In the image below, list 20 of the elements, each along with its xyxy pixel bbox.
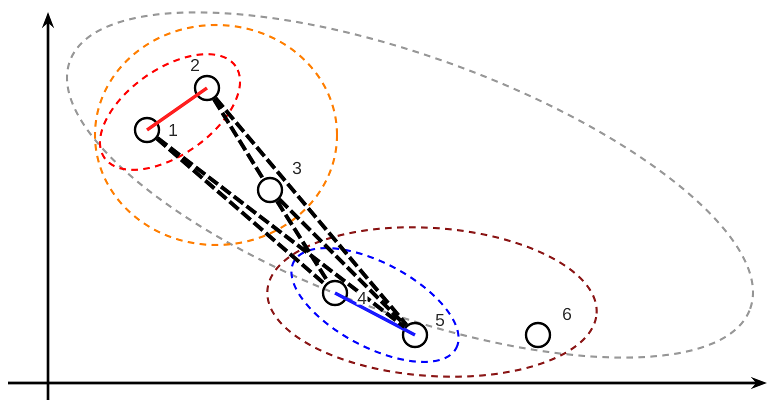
point-circle — [194, 74, 220, 102]
point-label: 2 — [190, 58, 200, 72]
link-line — [156, 137, 326, 286]
point-label: 4 — [356, 291, 368, 305]
link-line — [146, 86, 208, 132]
point-label: 3 — [292, 161, 302, 175]
point-circle — [134, 116, 160, 144]
point-circle — [256, 176, 284, 204]
point-circle — [402, 322, 428, 348]
link-line — [334, 291, 416, 337]
point-circle — [322, 280, 348, 306]
point-label: 6 — [562, 307, 572, 321]
link-line — [214, 96, 408, 326]
point-label: 1 — [168, 123, 178, 137]
point-circle — [524, 322, 552, 348]
link-line — [278, 198, 408, 328]
link-line — [156, 136, 406, 329]
link-line — [275, 200, 330, 283]
point-label: 5 — [434, 313, 446, 327]
link-line — [212, 98, 265, 180]
